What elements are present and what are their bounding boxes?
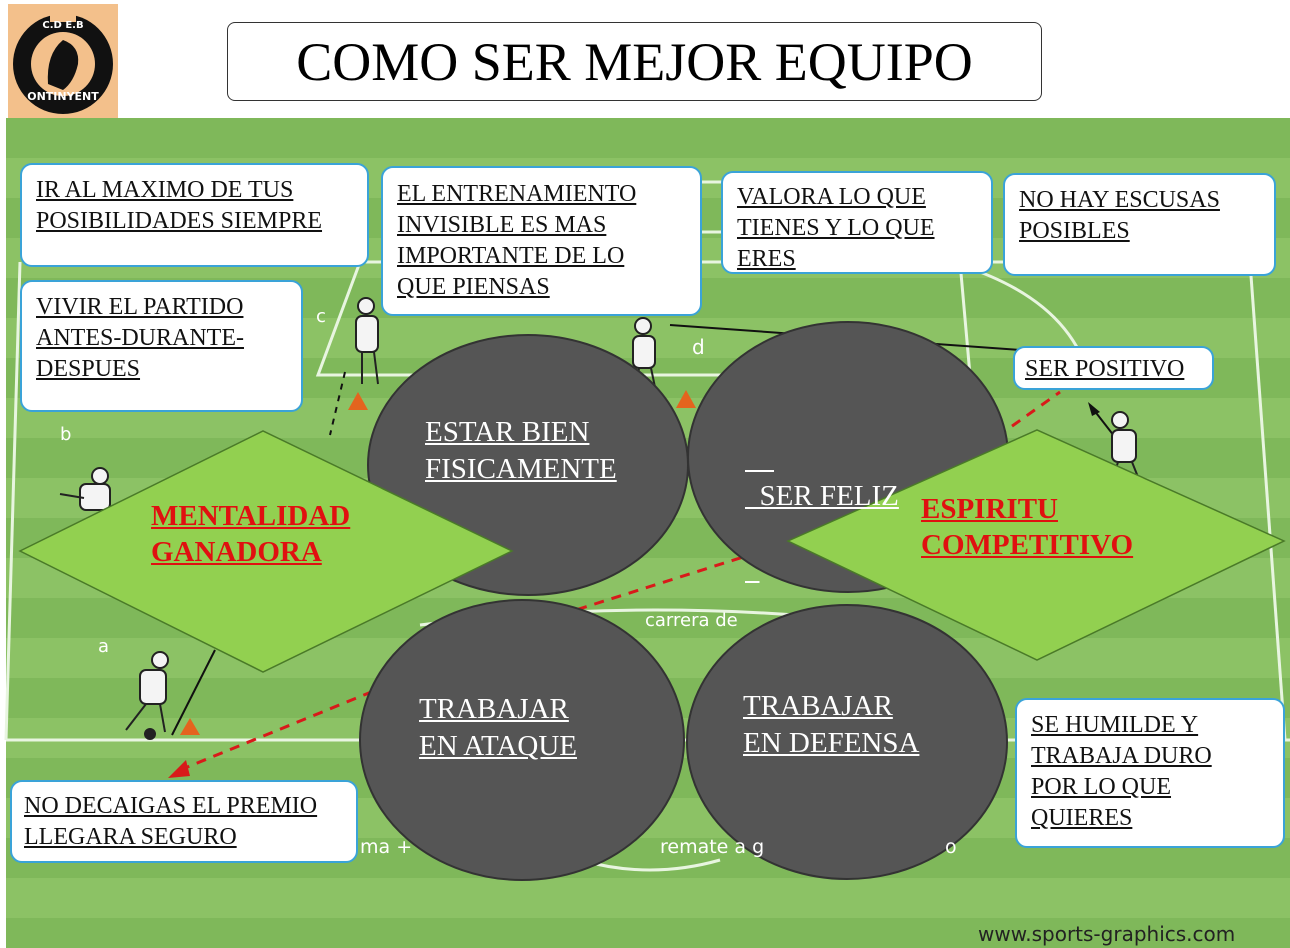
circle-line: FISICAMENTE (425, 453, 617, 485)
diamond-label-mentalidad: MENTALIDAD GANADORA (151, 498, 350, 570)
circle-line: TRABAJAR (419, 693, 569, 725)
cone-1 (348, 392, 368, 410)
player-c (355, 297, 379, 385)
player-d (632, 317, 657, 393)
note-line: INVISIBLE ES MAS (397, 212, 607, 238)
pass-line-1 (329, 371, 346, 436)
diamond-espiritu (786, 429, 1286, 661)
circle-label-ataque: TRABAJAR EN ATAQUE (419, 691, 577, 765)
field-line-right (1248, 261, 1287, 741)
field-label-bottom-right: o (945, 836, 957, 858)
club-logo: C.D E.B ONTINYENT (8, 4, 118, 118)
note-line: IMPORTANTE DE LO (397, 243, 625, 269)
cone-2 (676, 390, 696, 408)
circle-label-fisicamente: ESTAR BIEN FISICAMENTE (425, 414, 617, 488)
circle-ataque (359, 599, 685, 881)
note-line: EL ENTRENAMIENTO (397, 181, 637, 207)
diamond-line: COMPETITIVO (921, 529, 1134, 561)
logo-bottom-text: ONTINYENT (27, 90, 99, 103)
note-line: VALORA LO QUE (737, 184, 926, 210)
note-line: POR LO QUE (1031, 774, 1172, 800)
diamond-line: ESPIRITU (921, 493, 1058, 525)
note-line: DESPUES (36, 356, 141, 382)
field-label-d: d (692, 335, 705, 359)
field-label-carrera: carrera de (645, 610, 738, 631)
title-box: COMO SER MEJOR EQUIPO (227, 22, 1042, 101)
note-line: IR AL MAXIMO DE TUS (36, 177, 294, 203)
note-line: SER POSITIVO (1025, 356, 1185, 382)
note-line: QUE PIENSAS (397, 274, 550, 300)
logo-top-text: C.D E.B (42, 20, 84, 31)
circle-defensa (686, 604, 1008, 880)
circle-label-defensa: TRABAJAR EN DEFENSA (743, 688, 919, 762)
note-entrenamiento: EL ENTRENAMIENTO INVISIBLE ES MAS IMPORT… (381, 166, 702, 316)
note-line: QUIERES (1031, 805, 1133, 831)
note-humilde: SE HUMILDE Y TRABAJA DURO POR LO QUE QUI… (1015, 698, 1285, 848)
field-label-bottom-mid: remate a g (660, 836, 765, 858)
diamond-mentalidad (18, 430, 514, 673)
field-label-bottom-left: ma + (360, 836, 413, 858)
lion-crest-icon (13, 12, 113, 114)
note-line: NO HAY ESCUSAS (1019, 187, 1220, 213)
cone-3 (180, 718, 200, 735)
note-line: ANTES-DURANTE- (36, 325, 244, 351)
note-line: SE HUMILDE Y (1031, 712, 1199, 738)
note-line: NO DECAIGAS EL PREMIO (24, 793, 318, 819)
field-line-left (4, 261, 22, 741)
run-arrow-head (168, 760, 190, 778)
note-valora: VALORA LO QUE TIENES Y LO QUE ERES (721, 171, 993, 274)
note-maximo: IR AL MAXIMO DE TUS POSIBILIDADES SIEMPR… (20, 163, 369, 267)
circle-line: EN DEFENSA (743, 727, 920, 759)
note-line: LLEGARA SEGURO (24, 824, 237, 850)
pass-line-4 (171, 649, 216, 736)
circle-label-feliz: SER FELIZ (745, 404, 899, 589)
pass-arrow-head (1088, 402, 1100, 416)
note-positivo: SER POSITIVO (1013, 346, 1214, 390)
note-vivir: VIVIR EL PARTIDO ANTES-DURANTE- DESPUES (20, 280, 303, 412)
note-line: POSIBLES (1019, 218, 1130, 244)
diamond-line: MENTALIDAD (151, 500, 351, 532)
player-a (125, 651, 169, 740)
note-decaigas: NO DECAIGAS EL PREMIO LLEGARA SEGURO (10, 780, 358, 863)
circle-line: TRABAJAR (743, 690, 893, 722)
footer-credit: www.sports-graphics.com (978, 922, 1236, 946)
note-line: TRABAJA DURO (1031, 743, 1212, 769)
note-line: VIVIR EL PARTIDO (36, 294, 244, 320)
page-title: COMO SER MEJOR EQUIPO (296, 31, 973, 92)
note-escusas: NO HAY ESCUSAS POSIBLES (1003, 173, 1276, 276)
note-line: ERES (737, 246, 796, 272)
note-line: POSIBILIDADES SIEMPRE (36, 208, 323, 234)
circle-line: SER FELIZ (745, 480, 899, 512)
circle-line: EN ATAQUE (419, 730, 577, 762)
circle-line: ESTAR BIEN (425, 416, 590, 448)
diamond-label-espiritu: ESPIRITU COMPETITIVO (921, 491, 1133, 563)
field-label-b: b (60, 424, 72, 445)
player-b (59, 467, 111, 511)
field-label-a: a (98, 636, 110, 657)
field-label-c: c (316, 306, 326, 327)
note-line: TIENES Y LO QUE (737, 215, 935, 241)
diamond-line: GANADORA (151, 536, 322, 568)
